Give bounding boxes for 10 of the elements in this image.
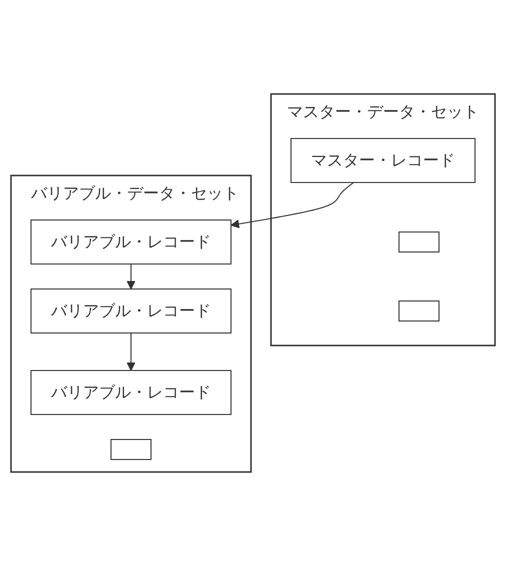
node-box: バリアブル・レコード: [30, 220, 232, 264]
node-box: [398, 300, 440, 322]
node-box: マスター・レコード: [290, 138, 476, 183]
node-box: バリアブル・レコード: [30, 288, 232, 334]
node-box: [398, 232, 440, 252]
arrow: [126, 332, 136, 371]
arrow: [230, 182, 354, 228]
node-box: バリアブル・レコード: [30, 370, 232, 415]
arrow: [126, 264, 136, 290]
node-box: [110, 439, 152, 460]
